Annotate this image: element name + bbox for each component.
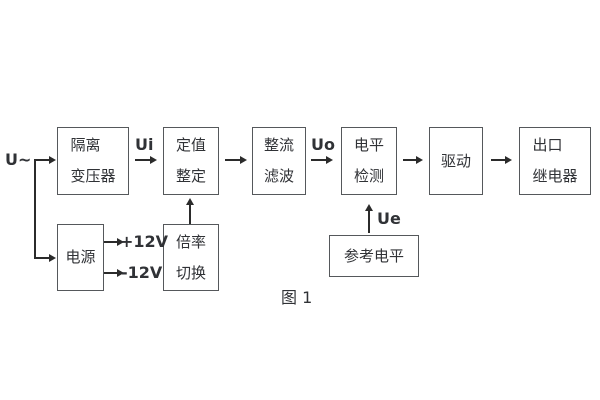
block-output-relay: 出口继电器	[519, 127, 591, 195]
conn-input-branch-vertical-line	[34, 159, 36, 259]
block-level-detection-label: 电平检测	[353, 136, 384, 185]
block-power-supply: 电源	[57, 224, 104, 291]
block-rectifier-filter: 整流滤波	[252, 127, 306, 195]
block-drive-label: 驱动	[440, 151, 471, 170]
conn-drive-to-relay-arrowhead	[505, 156, 512, 164]
label-plus-12v: +12V	[120, 232, 169, 251]
conn-setpoint-to-rectifier-line	[225, 159, 241, 161]
block-reference-level: 参考电平	[329, 235, 419, 277]
conn-power-plus12v-line	[104, 241, 118, 243]
block-ratio-switching: 倍率切换	[163, 224, 219, 291]
conn-ratio-to-setpoint-line	[189, 205, 191, 224]
conn-power-minus12v-line	[104, 272, 118, 274]
block-isolation-transformer: 隔离变压器	[57, 127, 129, 195]
conn-isolation-to-setpoint-arrowhead	[150, 156, 157, 164]
block-output-relay-label: 出口继电器	[532, 136, 578, 185]
conn-reference-to-level-arrowhead	[365, 204, 373, 211]
block-isolation-transformer-label: 隔离变压器	[70, 136, 116, 185]
block-reference-level-label: 参考电平	[343, 246, 404, 265]
label-ue: Ue	[377, 209, 401, 228]
conn-drive-to-relay-line	[491, 159, 506, 161]
conn-rectifier-to-level-arrowhead	[326, 156, 333, 164]
block-drive: 驱动	[429, 127, 483, 195]
block-power-supply-label: 电源	[65, 248, 96, 266]
block-setpoint-setting: 定值整定	[163, 127, 219, 195]
conn-input-to-power-arrowhead	[49, 254, 56, 262]
figure-caption: 图 1	[281, 288, 313, 307]
conn-level-to-drive-arrowhead	[416, 156, 423, 164]
conn-level-to-drive-line	[403, 159, 417, 161]
label-ui: Ui	[135, 135, 154, 154]
conn-rectifier-to-level-line	[311, 159, 327, 161]
conn-ratio-to-setpoint-arrowhead	[186, 198, 194, 205]
block-setpoint-setting-label: 定值整定	[175, 136, 206, 185]
label-input-voltage: U~	[5, 150, 32, 169]
label-uo: Uo	[311, 135, 335, 154]
label-minus-12v: -12V	[121, 263, 163, 282]
conn-input-to-isolation-line	[35, 159, 50, 161]
conn-power-plus12v-arrowhead	[117, 238, 124, 246]
block-level-detection: 电平检测	[341, 127, 397, 195]
conn-power-minus12v-arrowhead	[117, 269, 124, 277]
block-ratio-switching-label: 倍率切换	[175, 232, 206, 282]
conn-setpoint-to-rectifier-arrowhead	[240, 156, 247, 164]
conn-isolation-to-setpoint-line	[135, 159, 151, 161]
block-rectifier-filter-label: 整流滤波	[263, 136, 294, 185]
conn-reference-to-level-line	[368, 211, 370, 233]
conn-input-to-isolation-arrowhead	[49, 156, 56, 164]
conn-input-to-power-line	[35, 257, 50, 259]
